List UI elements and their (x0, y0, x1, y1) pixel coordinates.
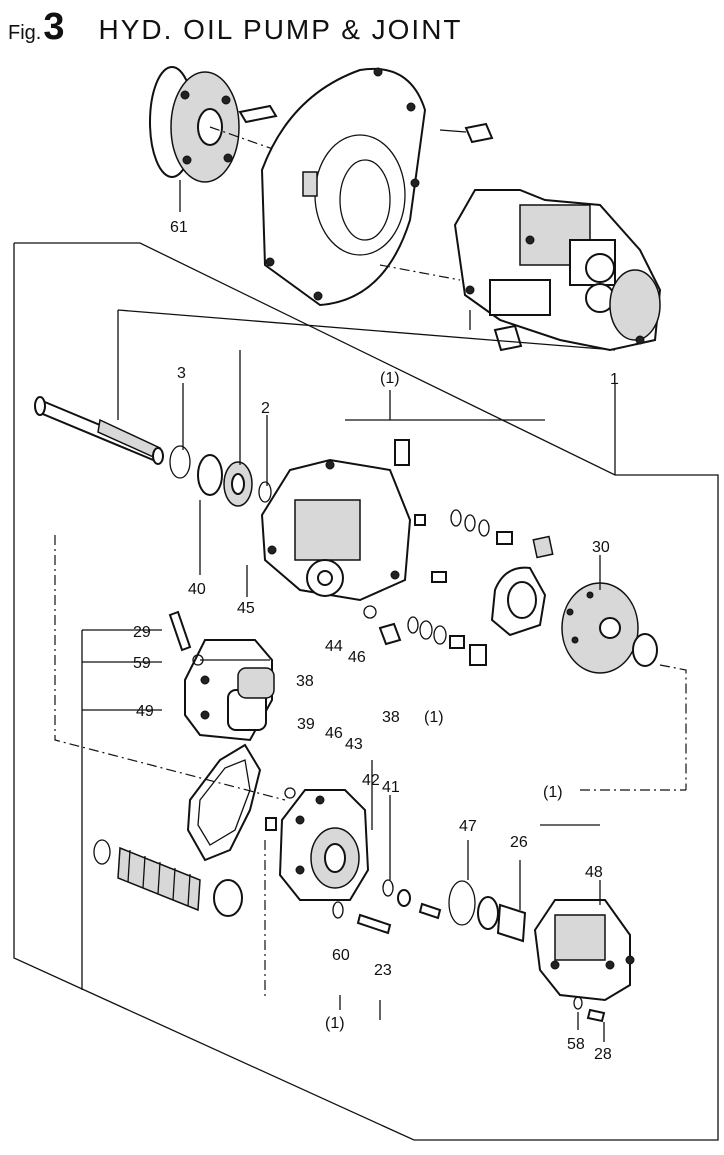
callout-59: 59 (133, 655, 151, 672)
callout-42: 42 (362, 772, 380, 789)
callout-40: 40 (188, 581, 206, 598)
housing-plate (260, 67, 494, 307)
callout-29: 29 (133, 624, 151, 641)
callout-46b: 46 (325, 725, 343, 742)
shaft-seals (169, 445, 272, 507)
figure-number: 3 (43, 6, 65, 48)
callout-38a: 38 (296, 673, 314, 690)
callout-48: 48 (585, 864, 603, 881)
drive-shaft (34, 396, 164, 465)
callout-30: 30 (592, 539, 610, 556)
figure-label: Fig. (8, 22, 42, 44)
o-ring-set (382, 879, 527, 943)
callout-49: 49 (136, 703, 154, 720)
callout-2: 2 (261, 400, 270, 417)
callout-labels: 61 1 3 (1) 2 30 40 45 44 46 29 59 38 49 … (133, 219, 619, 1063)
cylinder-block (490, 566, 658, 674)
callout-1-top: (1) (380, 370, 400, 387)
callout-39: 39 (297, 716, 315, 733)
callout-46a: 46 (348, 649, 366, 666)
gear-pump-cover (265, 787, 392, 935)
figure-header: Fig. 3 HYD. OIL PUMP & JOINT (8, 6, 463, 48)
washer-row (414, 509, 554, 583)
callout-26: 26 (510, 834, 528, 851)
pump-assembly (379, 189, 662, 352)
callout-47: 47 (459, 818, 477, 835)
callout-45: 45 (237, 600, 255, 617)
callout-28: 28 (594, 1046, 612, 1063)
callout-61: 61 (170, 219, 188, 236)
callout-23: 23 (374, 962, 392, 979)
plug-set (363, 605, 487, 666)
callout-43: 43 (345, 736, 363, 753)
callout-1-bottom: (1) (325, 1015, 345, 1032)
callout-60: 60 (332, 947, 350, 964)
gear-pump (533, 899, 635, 1023)
assembly-frame (13, 242, 719, 1141)
callout-1: 1 (610, 371, 619, 388)
callout-58: 58 (567, 1036, 585, 1053)
callout-44: 44 (325, 638, 343, 655)
figure-title: HYD. OIL PUMP & JOINT (98, 14, 463, 45)
callout-41: 41 (382, 779, 400, 796)
callout-38b: 38 (382, 709, 400, 726)
callout-1-right: (1) (543, 784, 563, 801)
callout-1-mid: (1) (424, 709, 444, 726)
leader-lines (81, 309, 616, 1042)
pump-housing (260, 439, 412, 602)
callout-3: 3 (177, 365, 186, 382)
spring-set (93, 839, 243, 917)
gasket (186, 743, 262, 862)
center-lines (54, 535, 687, 1000)
valve-block (168, 610, 275, 742)
coupling-part (149, 66, 291, 212)
